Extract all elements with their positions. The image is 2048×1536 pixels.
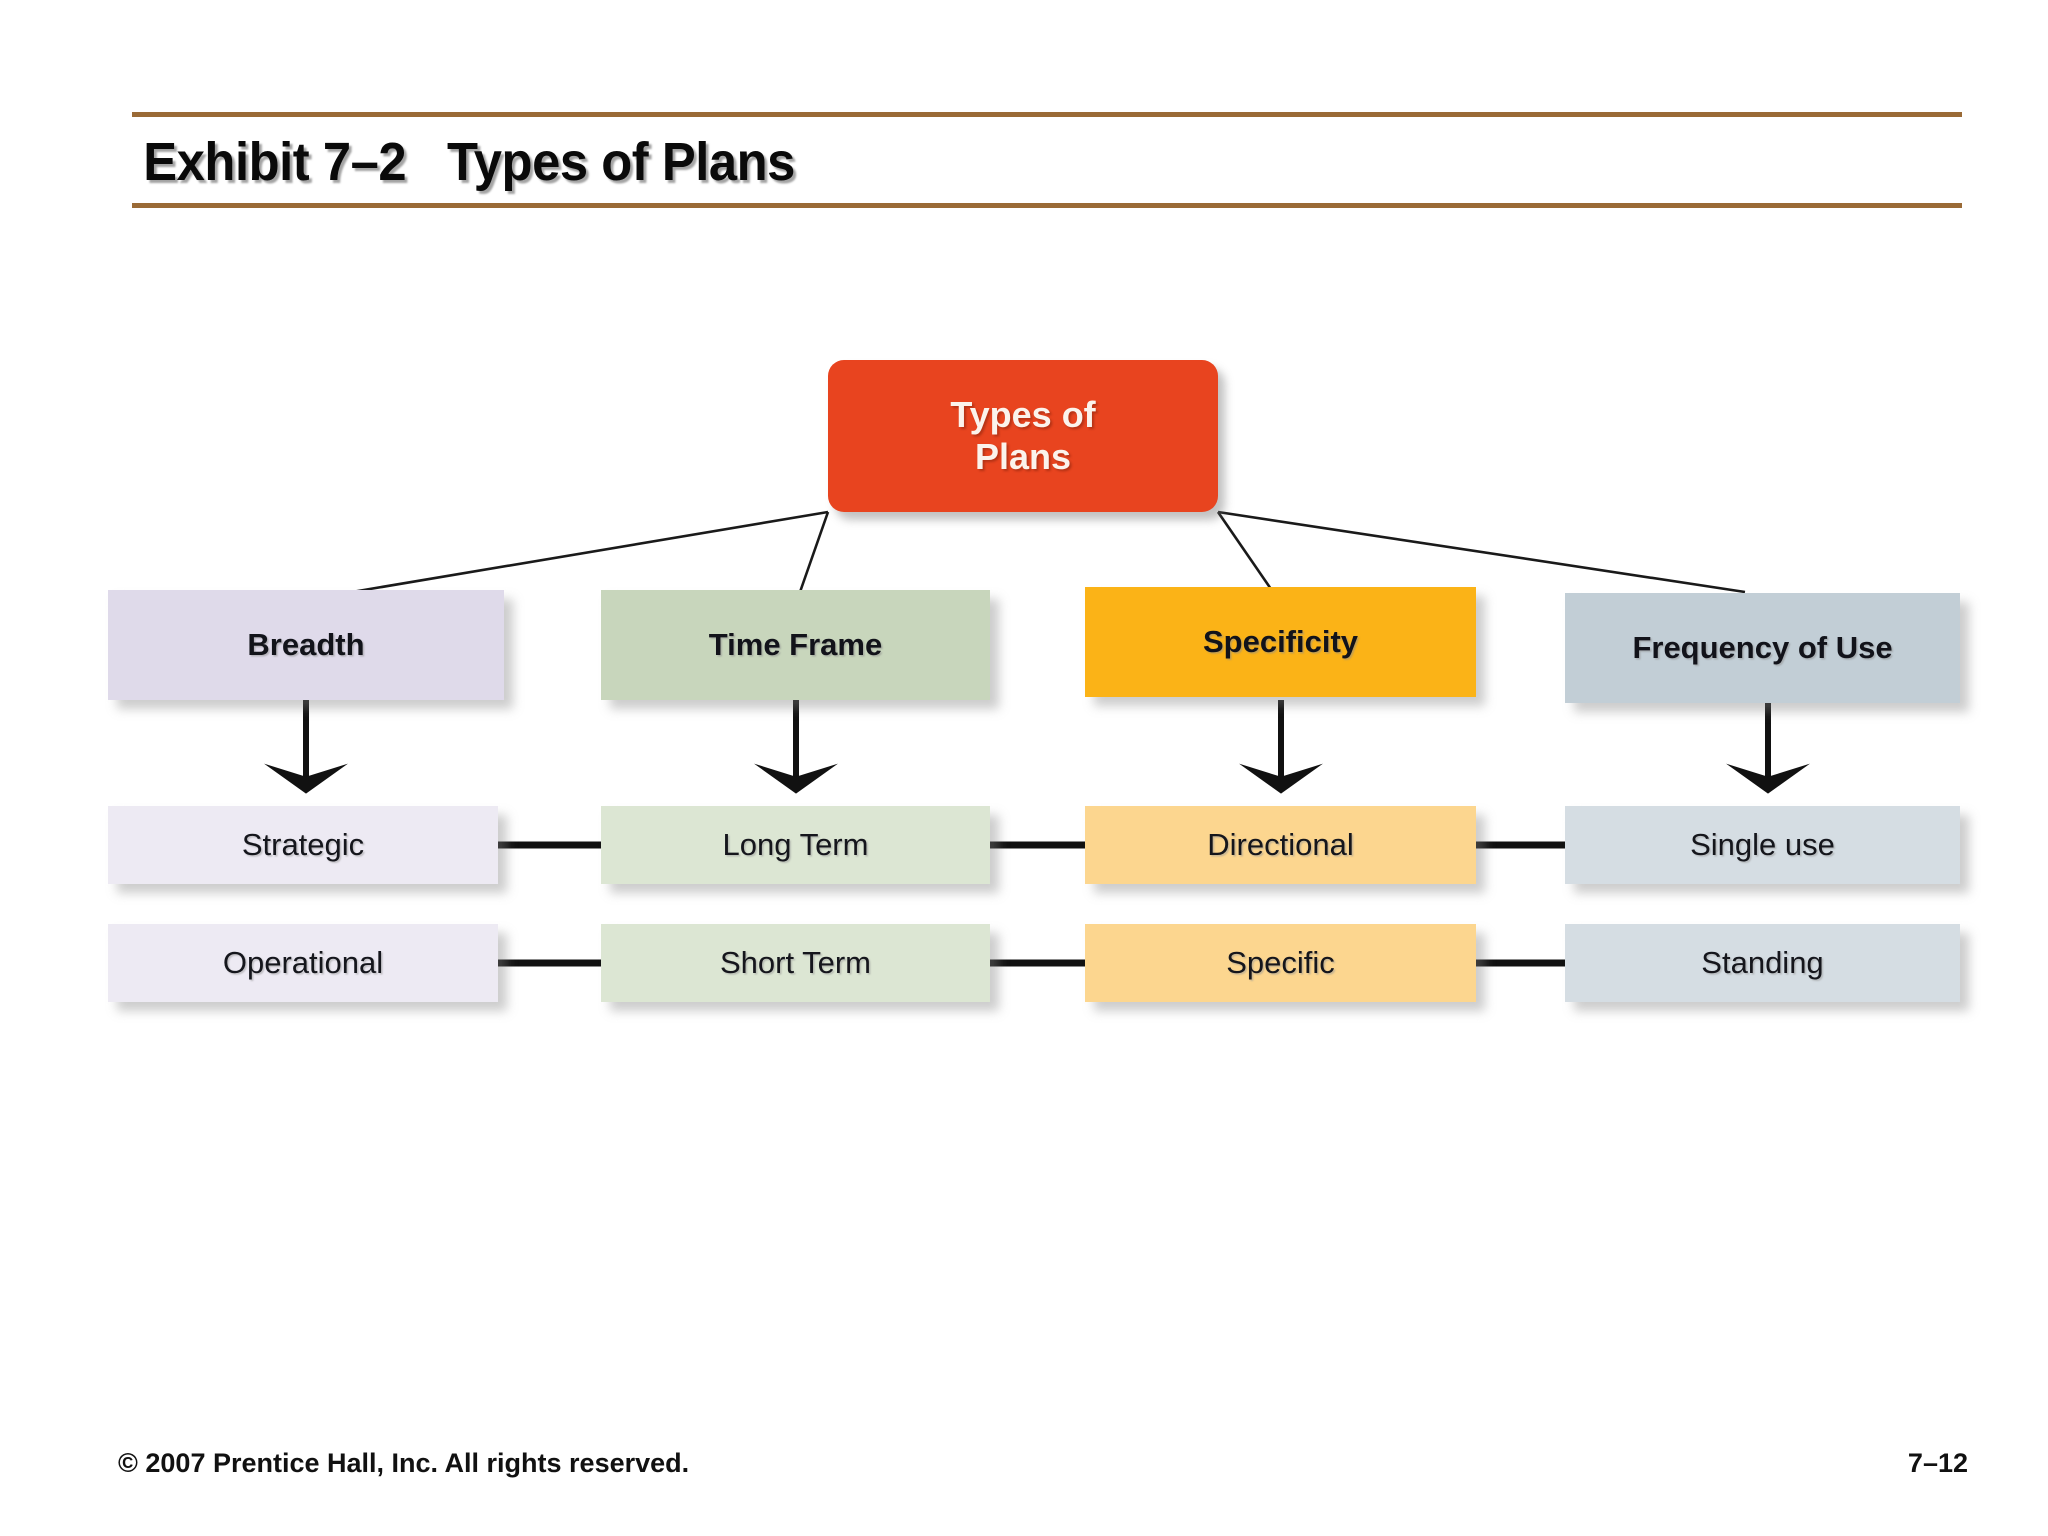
- node-operational[interactable]: Operational: [108, 924, 498, 1002]
- node-single-use[interactable]: Single use: [1565, 806, 1960, 884]
- node-frequency-of-use-label: Frequency of Use: [1632, 630, 1893, 665]
- slide-footer: © 2007 Prentice Hall, Inc. All rights re…: [118, 1448, 1968, 1479]
- line-root-to-breadth: [351, 510, 829, 594]
- copyright-notice: © 2007 Prentice Hall, Inc. All rights re…: [118, 1448, 690, 1478]
- page-title: Exhibit 7–2 Types of Plans: [143, 132, 795, 192]
- node-specificity[interactable]: Specificity: [1085, 587, 1476, 697]
- node-specificity-label: Specificity: [1202, 624, 1359, 659]
- node-strategic-label: Strategic: [241, 827, 365, 862]
- node-specific[interactable]: Specific: [1085, 924, 1476, 1002]
- node-long-term-label: Long Term: [722, 827, 869, 862]
- line-root-to-frequency-of-use: [1217, 510, 1746, 594]
- header-rule-top: [132, 112, 1962, 117]
- node-types-of-plans[interactable]: Types of Plans: [828, 360, 1218, 512]
- node-directional-label: Directional: [1207, 827, 1354, 862]
- category-to-leaf-arrows: [264, 700, 1810, 794]
- node-standing-label: Standing: [1701, 945, 1824, 980]
- line-root-to-time-frame: [798, 511, 830, 593]
- node-directional[interactable]: Directional: [1085, 806, 1476, 884]
- slide-header: Exhibit 7–2 Types of Plans: [132, 112, 1962, 208]
- node-breadth[interactable]: Breadth: [108, 590, 504, 700]
- node-single-use-label: Single use: [1690, 827, 1835, 862]
- node-strategic[interactable]: Strategic: [108, 806, 498, 884]
- node-operational-label: Operational: [222, 945, 384, 980]
- header-rule-bottom: [132, 203, 1962, 208]
- root-to-category-lines: [351, 510, 1746, 594]
- page-number: 7–12: [1907, 1448, 1968, 1478]
- root-node-label: Types of Plans: [950, 393, 1096, 477]
- node-time-frame[interactable]: Time Frame: [601, 590, 990, 700]
- node-breadth-label: Breadth: [247, 627, 365, 662]
- node-short-term-label: Short Term: [719, 945, 872, 980]
- line-root-to-specificity: [1216, 511, 1275, 593]
- node-frequency-of-use[interactable]: Frequency of Use: [1565, 593, 1960, 703]
- node-short-term[interactable]: Short Term: [601, 924, 990, 1002]
- node-standing[interactable]: Standing: [1565, 924, 1960, 1002]
- node-long-term[interactable]: Long Term: [601, 806, 990, 884]
- node-time-frame-label: Time Frame: [708, 627, 883, 662]
- node-specific-label: Specific: [1226, 945, 1335, 980]
